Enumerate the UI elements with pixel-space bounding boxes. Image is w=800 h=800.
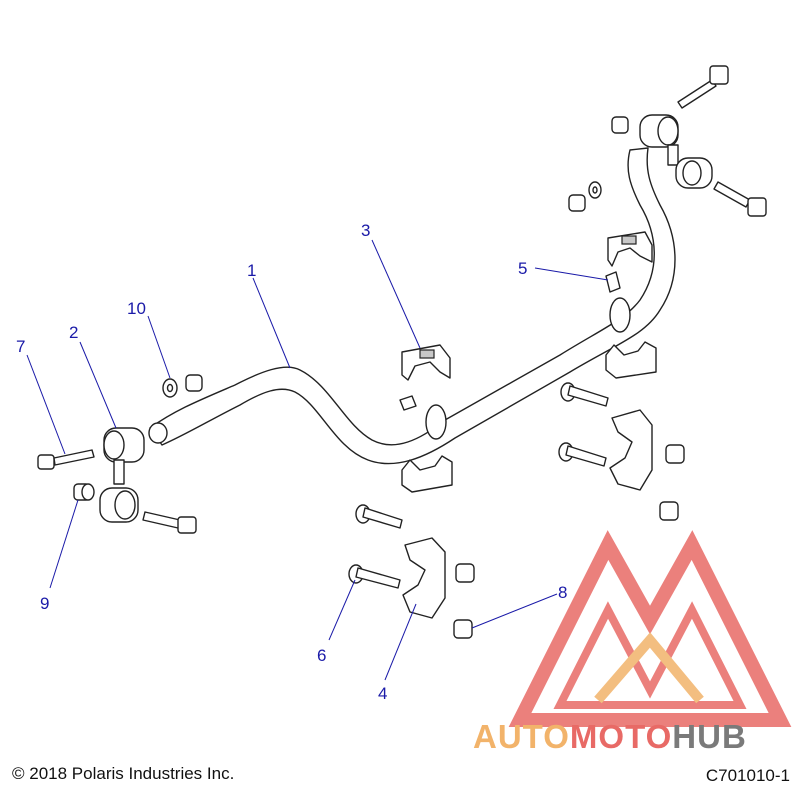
washers [81, 181, 602, 501]
leader-lines [26, 239, 609, 681]
brand-part-2: MOTO [569, 718, 673, 755]
brand-part-1: AUTO [473, 718, 570, 755]
bolt-clamp-3 [560, 382, 609, 407]
watermark-brand-text: AUTOMOTOHUB [473, 718, 747, 756]
diagram-code: C701010-1 [705, 766, 790, 785]
callout-4: 4 [378, 684, 387, 703]
callout-9: 9 [40, 594, 49, 613]
callout-2: 2 [69, 323, 78, 342]
callout-5: 5 [518, 259, 527, 278]
callout-1: 1 [247, 261, 256, 280]
callout-3: 3 [361, 221, 370, 240]
copyright-text: © 2018 Polaris Industries Inc. [12, 764, 235, 783]
bushing-upper-right [607, 231, 653, 267]
callout-8: 8 [558, 583, 567, 602]
callout-10: 10 [127, 299, 146, 318]
brand-part-3: HUB [672, 718, 747, 755]
bolt-top-right [677, 65, 729, 109]
watermark-logo-icon [508, 530, 792, 727]
bolt-clamp-4 [558, 442, 607, 467]
bolt-right-link [713, 181, 767, 217]
callout-6: 6 [317, 646, 326, 665]
callout-7: 7 [16, 337, 25, 356]
bushing-lower-left [401, 455, 453, 493]
bolt-left-link [37, 449, 95, 470]
bolt-clamp-2 [348, 564, 401, 589]
link-left [99, 427, 145, 523]
bushing-lower-right [605, 341, 657, 379]
bolt-lower-link [142, 511, 197, 534]
clamp-bracket-rear [609, 409, 653, 491]
clamp-bracket-front [402, 537, 446, 619]
grease-fitting [399, 271, 621, 411]
link-right [639, 114, 713, 189]
bolt-clamp-1 [355, 504, 403, 529]
bushing-upper-left [401, 344, 451, 381]
stabilizer-bar [148, 147, 676, 465]
